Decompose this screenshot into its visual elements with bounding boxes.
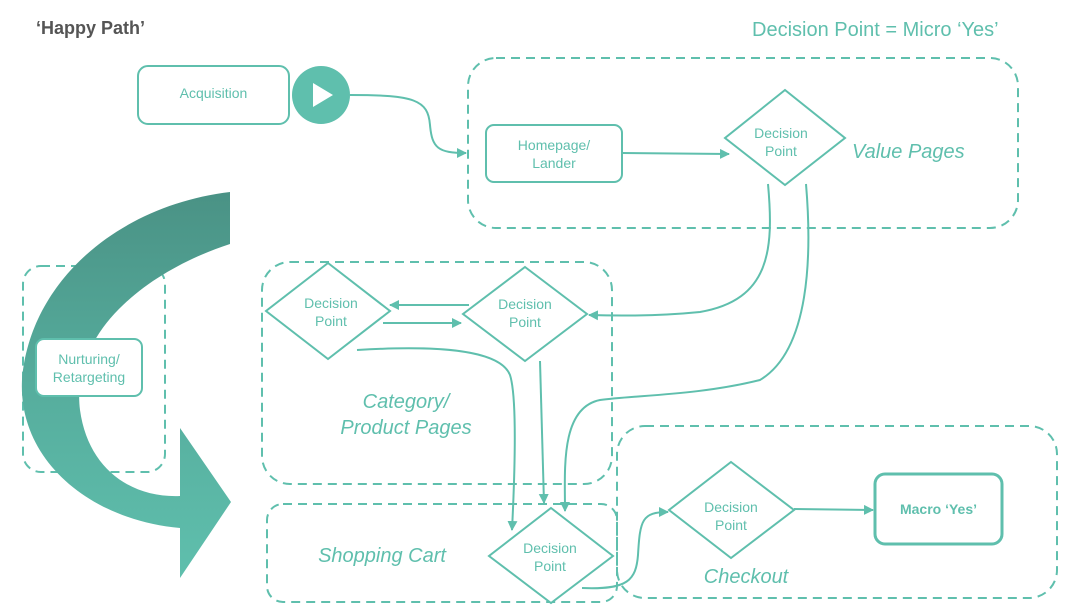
acquisition-label: Acquisition (180, 85, 248, 101)
homepage-label-line2: Lander (532, 155, 576, 171)
legend-text: Decision Point = Micro ‘Yes’ (752, 19, 999, 41)
nurturing-box (35, 338, 143, 397)
category-label-line2: Product Pages (340, 417, 471, 439)
checkout-label: Checkout (704, 566, 790, 588)
diagram-title: ‘Happy Path’ (36, 18, 146, 38)
decision-value-line2: Point (765, 143, 797, 159)
category-label-line1: Category/ (363, 391, 452, 413)
decision-cart-line1: Decision (523, 540, 577, 556)
decision-diamond-checkout (667, 460, 796, 560)
decision-value-line1: Decision (754, 125, 808, 141)
decision-checkout-line2: Point (715, 517, 747, 533)
arrow-cart-to-checkout (581, 507, 669, 590)
macro-yes-box (873, 472, 1004, 546)
arrow-category-left-to-cart (356, 347, 518, 531)
shopping-cart-label: Shopping Cart (318, 545, 447, 567)
decision-diamond-category-right (461, 265, 589, 363)
homepage-label-line1: Homepage/ (518, 137, 590, 153)
arrow-checkout-to-macro (793, 504, 874, 515)
decision-cart-line2: Point (534, 558, 566, 574)
arrow-category-right-to-cart (538, 360, 549, 504)
shopping-cart-zone (266, 503, 618, 603)
arrow-acquisition-to-homepage (349, 94, 467, 158)
value-pages-zone (467, 57, 1019, 229)
homepage-box (485, 124, 623, 183)
curved-arrow-icon (21, 192, 231, 578)
arrow-value-to-cart (559, 183, 810, 512)
nurturing-label-line1: Nurturing/ (58, 351, 120, 367)
decision-category-right-line1: Decision (498, 296, 552, 312)
nurturing-label-line2: Retargeting (53, 369, 125, 385)
arrow-value-to-category (588, 183, 771, 321)
acquisition-box (137, 65, 290, 125)
value-pages-label: Value Pages (852, 141, 965, 163)
category-product-zone (261, 261, 613, 485)
decision-category-right-line2: Point (509, 314, 541, 330)
decision-diamond-cart (487, 506, 615, 605)
decision-category-left-line2: Point (315, 313, 347, 329)
decision-diamond-category-left (264, 261, 392, 361)
arrow-homepage-to-decision (621, 148, 730, 159)
decision-diamond-value (723, 88, 847, 187)
decision-category-left-line1: Decision (304, 295, 358, 311)
play-icon (292, 66, 350, 124)
decision-checkout-line1: Decision (704, 499, 758, 515)
checkout-zone (616, 425, 1058, 599)
macro-yes-label: Macro ‘Yes’ (900, 501, 977, 517)
